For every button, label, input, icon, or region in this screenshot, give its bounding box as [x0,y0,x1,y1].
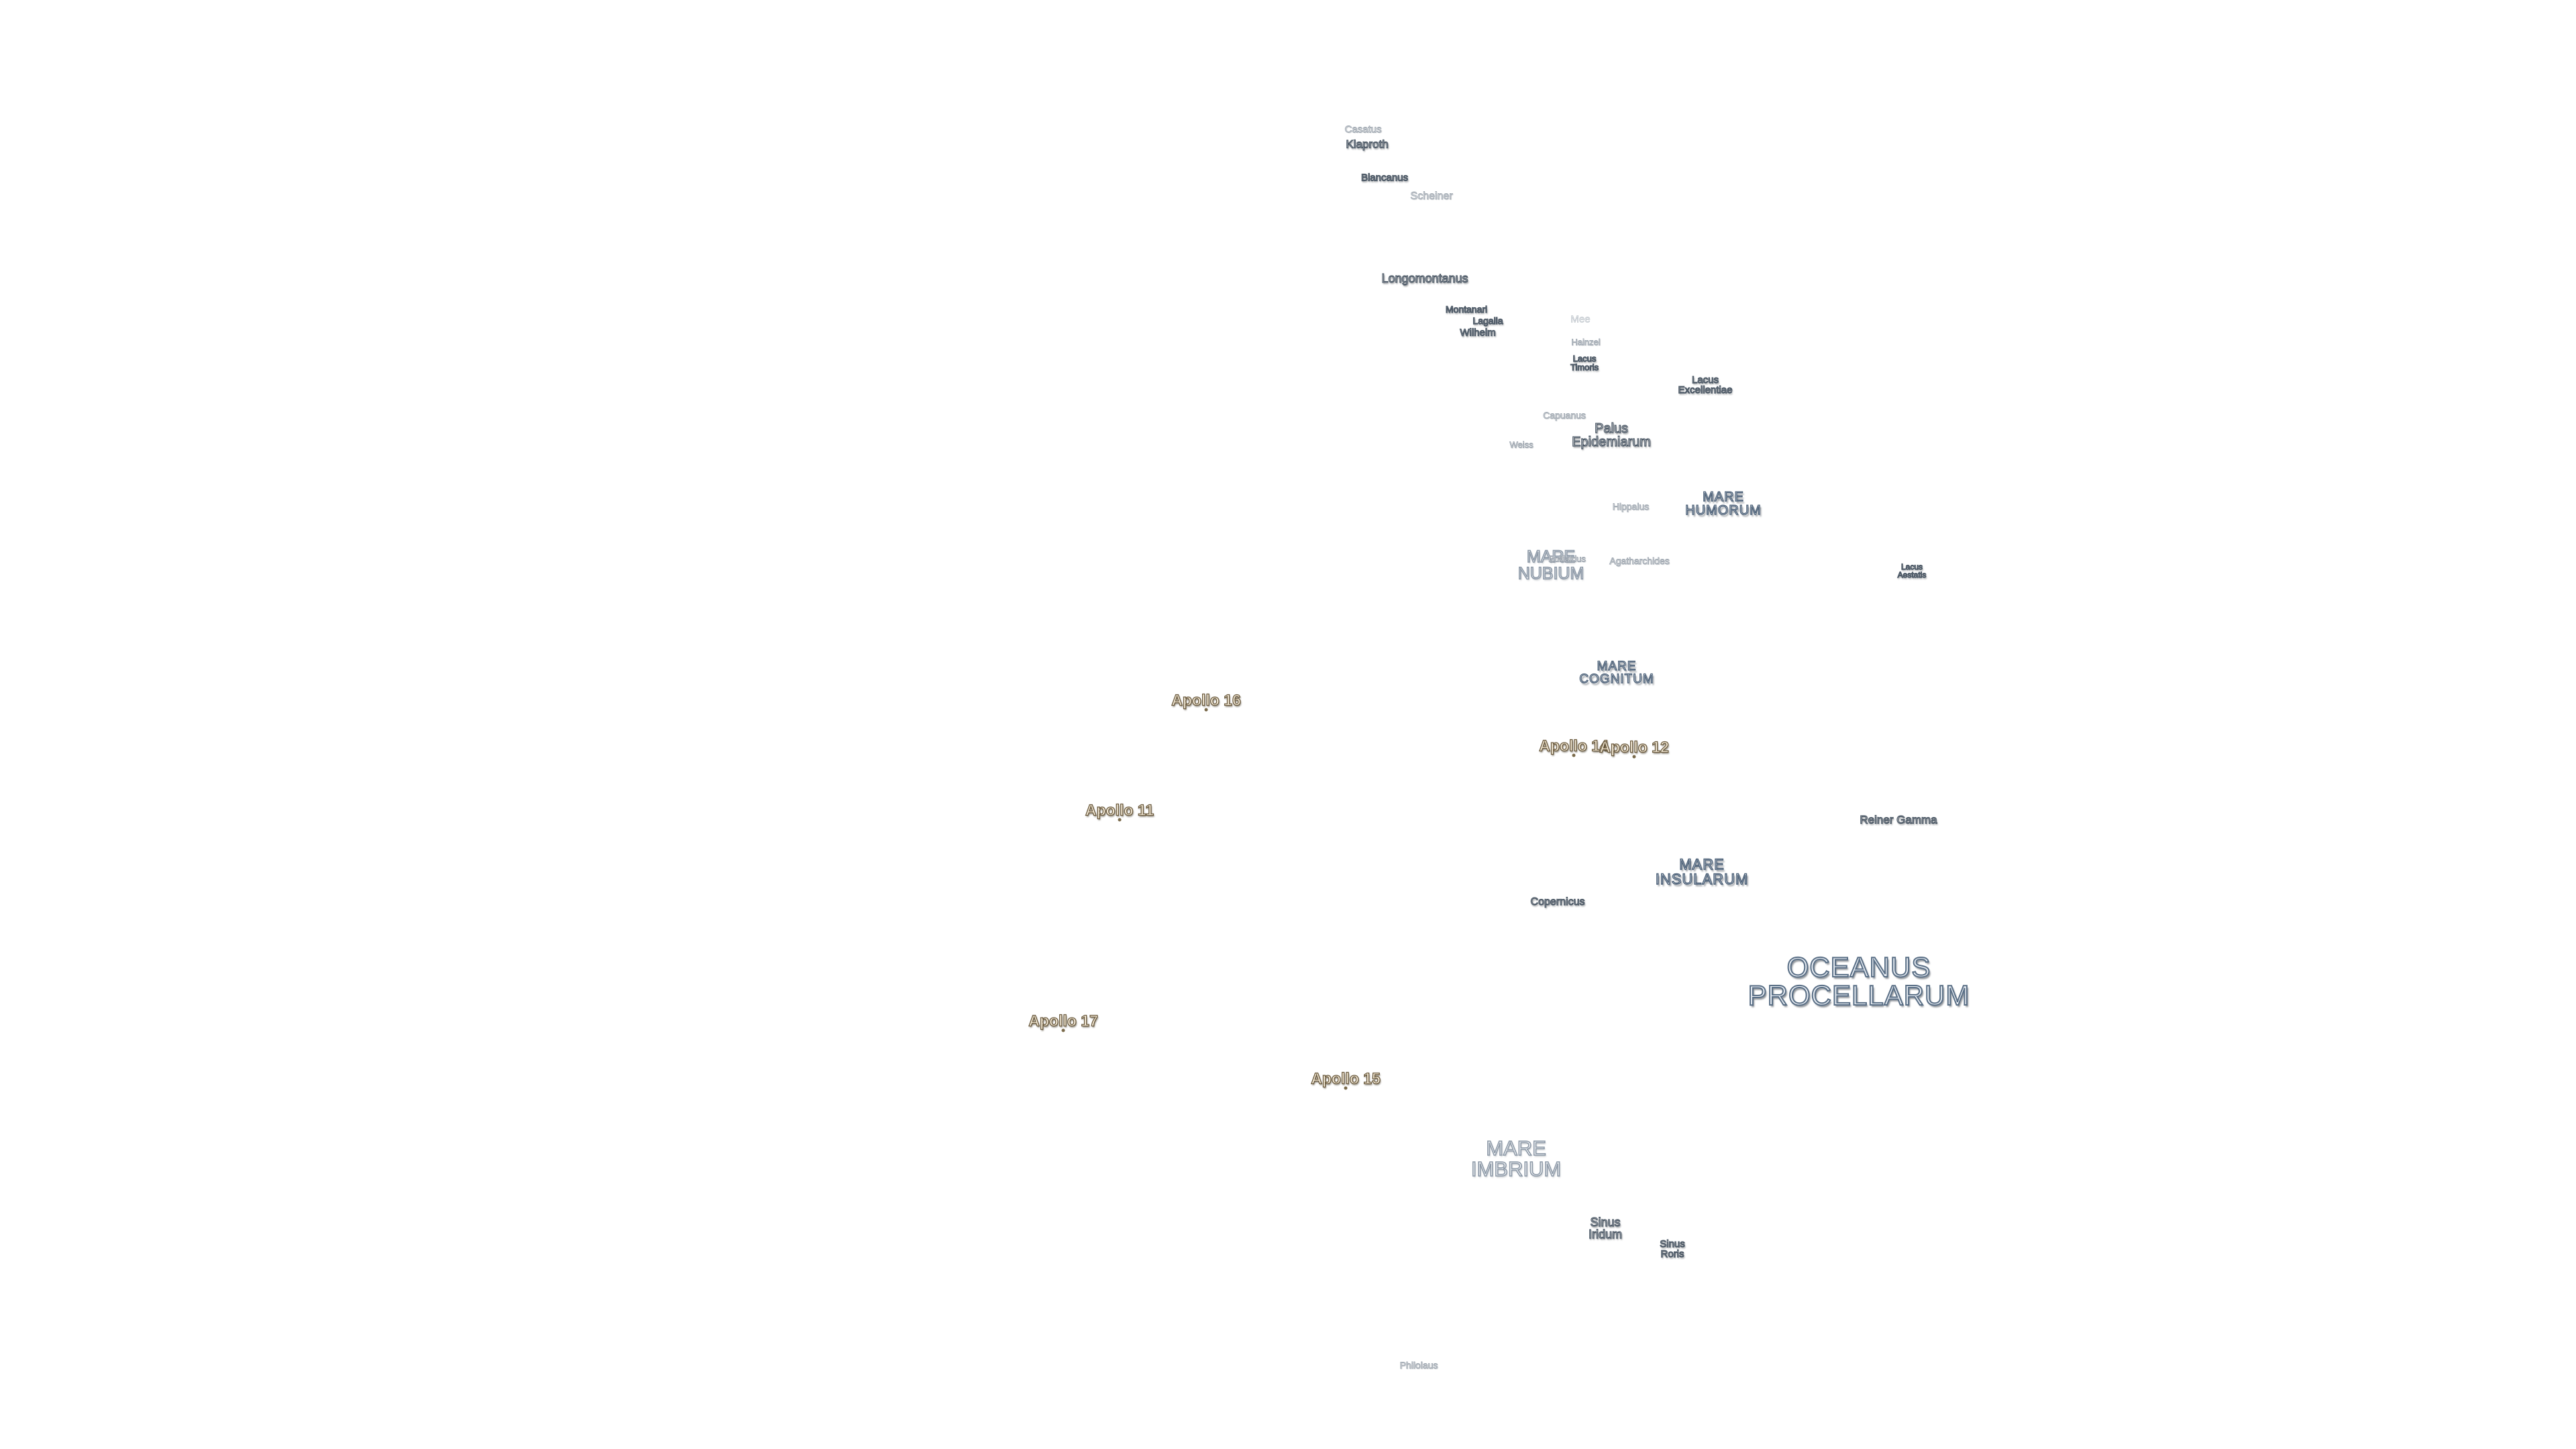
sea-label-mare-imbrium[interactable]: MARE IMBRIUM [1470,1136,1562,1181]
landing-label-apollo-14[interactable]: Apollo 14 [1539,737,1609,755]
landing-label-apollo-16[interactable]: Apollo 16 [1171,691,1242,709]
crater-label-hippalus[interactable]: Hippalus [1612,501,1650,512]
sea-label-mare-nubium[interactable]: MARE NUBIUM [1517,547,1585,583]
crater-label-lagalla[interactable]: Lagalla [1472,315,1503,326]
apollo-17-site-marker[interactable] [1061,1028,1065,1032]
crater-label-bullialdus[interactable]: Bullialdus [1548,553,1587,564]
crater-label-philolaus[interactable]: Philolaus [1399,1360,1438,1371]
apollo-16-site-marker[interactable] [1204,708,1208,712]
landing-label-apollo-11[interactable]: Apollo 11 [1085,801,1155,819]
crater-label-scheiner[interactable]: Scheiner [1410,191,1453,202]
crater-label-blancanus[interactable]: Blancanus [1360,172,1409,184]
crater-label-weiss[interactable]: Weiss [1509,439,1534,450]
sea-label-mare-insularum[interactable]: MARE INSULARUM [1655,856,1749,888]
lacus-label-excellentiae[interactable]: Lacus Excellentiae [1678,374,1733,396]
sinus-label-roris[interactable]: Sinus Roris [1660,1238,1686,1260]
crater-label-hainzel[interactable]: Hainzel [1571,337,1601,347]
lacus-label-timoris[interactable]: Lacus Timoris [1570,354,1599,372]
crater-label-longomontanus[interactable]: Longomontanus [1381,272,1468,285]
crater-label-copernicus[interactable]: Copernicus [1530,896,1585,908]
crater-label-mee[interactable]: Mee [1570,313,1591,325]
sea-label-mare-humorum[interactable]: MARE HUMORUM [1685,490,1762,518]
landing-label-apollo-12[interactable]: Apollo 12 [1599,738,1670,756]
crater-label-wilhelm[interactable]: Wilhelm [1460,327,1497,339]
apollo-14-site-marker[interactable] [1572,753,1576,757]
crater-label-casatus[interactable]: Casatus [1344,123,1382,136]
crater-label-agatharchides[interactable]: Agatharchides [1609,555,1670,566]
lacus-label-aestatis[interactable]: Lacus Aestatis [1897,562,1927,580]
crater-label-klaproth[interactable]: Klaproth [1346,138,1389,151]
sea-label-mare-cognitum[interactable]: MARE COGNITUM [1579,659,1654,686]
apollo-11-site-marker[interactable] [1118,818,1122,822]
landing-label-apollo-15[interactable]: Apollo 15 [1311,1069,1381,1087]
apollo-15-site-marker[interactable] [1344,1086,1348,1090]
landing-label-apollo-17[interactable]: Apollo 17 [1028,1012,1099,1030]
palus-label-epidemiarum[interactable]: Palus Epidemiarum [1571,421,1651,449]
feature-label-reiner-gamma[interactable]: Reiner Gamma [1860,813,1937,826]
sinus-label-iridum[interactable]: Sinus Iridum [1588,1216,1623,1241]
apollo-12-site-marker[interactable] [1632,755,1636,759]
crater-label-capuanus[interactable]: Capuanus [1543,410,1587,421]
crater-label-montanari[interactable]: Montanari [1445,304,1488,315]
sea-label-oceanus-procellarum[interactable]: OCEANUS PROCELLARUM [1748,951,1970,1011]
